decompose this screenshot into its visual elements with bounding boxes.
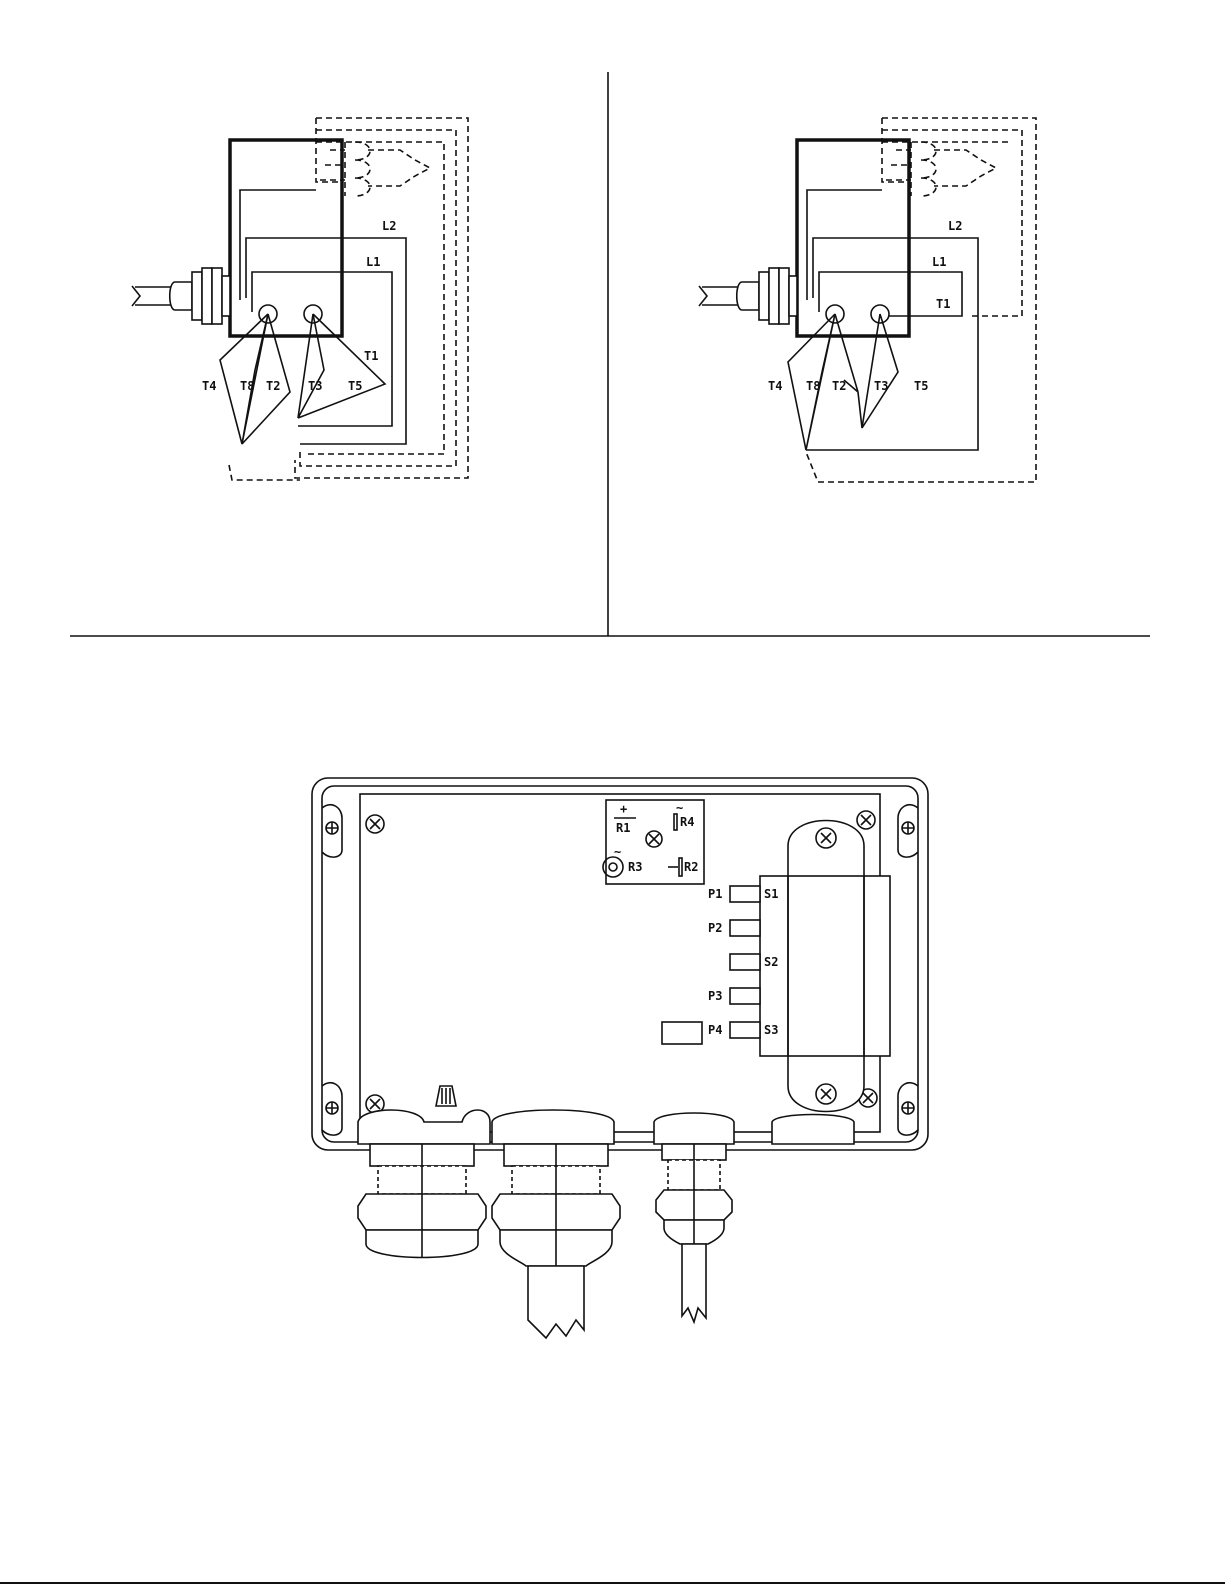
right-label-t5: T5 <box>914 379 928 393</box>
left-label-t8: T8 <box>240 379 254 393</box>
right-label-l1: L1 <box>932 255 946 269</box>
right-cable-gland <box>699 268 797 324</box>
board-plus-label: + <box>620 802 627 816</box>
p4-connector <box>662 1022 702 1044</box>
left-label-t1: T1 <box>364 349 378 363</box>
r4-label: R4 <box>680 815 694 829</box>
board-ac-label-top: ~ <box>676 801 683 815</box>
left-dashed-wiring <box>295 118 468 478</box>
left-motor-connection-diagram: L2 L1 T1 T4 T8 T2 T3 T5 <box>132 118 468 480</box>
r3-label: R3 <box>628 860 642 874</box>
cable-glands <box>358 1110 854 1338</box>
r2-label: R2 <box>684 860 698 874</box>
left-cable-gland <box>132 268 230 324</box>
right-motor-connection-diagram: L2 L1 T1 T4 T8 T2 T3 T5 <box>699 118 1036 482</box>
r1-label: R1 <box>616 821 630 835</box>
left-label-l1: L1 <box>366 255 380 269</box>
terminal-s3: S3 <box>764 1023 778 1037</box>
right-label-l2: L2 <box>948 219 962 233</box>
r4-bar <box>674 814 677 830</box>
left-label-t4: T4 <box>202 379 216 393</box>
terminal-s2: S2 <box>764 955 778 969</box>
right-dashed-wiring <box>806 118 1036 482</box>
terminal-p1: P1 <box>708 887 722 901</box>
left-label-l2: L2 <box>382 219 396 233</box>
terminal-p2: P2 <box>708 921 722 935</box>
terminal-p3: P3 <box>708 989 722 1003</box>
right-label-t3: T3 <box>874 379 888 393</box>
left-label-t2: T2 <box>266 379 280 393</box>
right-label-t2: T2 <box>832 379 846 393</box>
control-enclosure: + R1 ~ R4 ~ R3 R2 P1 S1 <box>312 778 928 1338</box>
right-label-t8: T8 <box>806 379 820 393</box>
right-label-t1: T1 <box>936 297 950 311</box>
terminal-s1: S1 <box>764 887 778 901</box>
left-label-t5: T5 <box>348 379 362 393</box>
terminal-p4: P4 <box>708 1023 722 1037</box>
r2-bar <box>679 858 682 876</box>
right-label-t4: T4 <box>768 379 782 393</box>
left-label-t3: T3 <box>308 379 322 393</box>
right-dashed-plug <box>882 118 996 196</box>
wire-nut-icon <box>436 1086 456 1106</box>
